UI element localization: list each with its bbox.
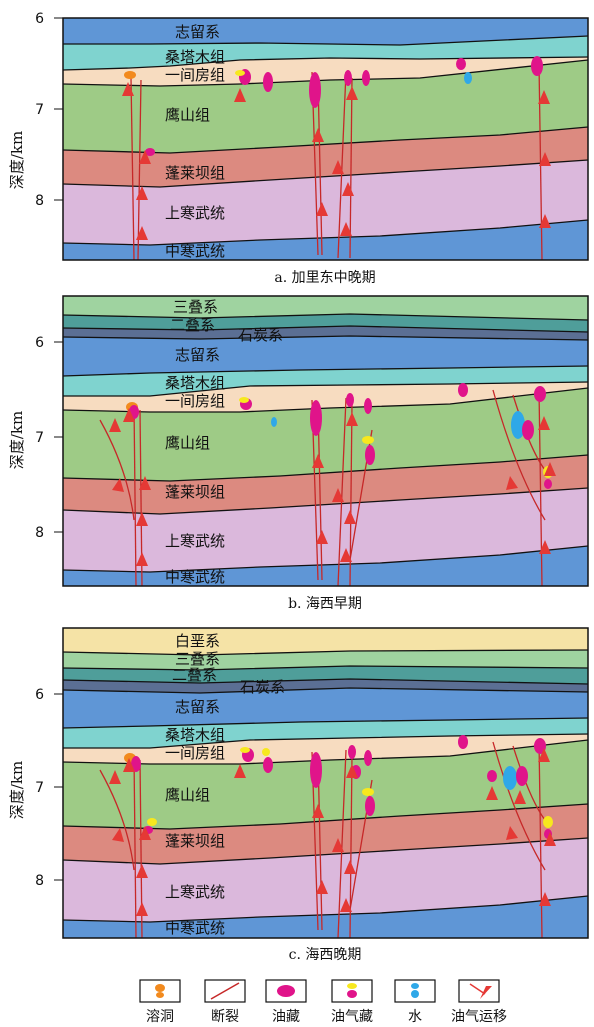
layer-label: 志留系 bbox=[175, 346, 220, 364]
layer-label: 中寒武统 bbox=[165, 242, 225, 260]
layer-label: 志留系 bbox=[175, 23, 220, 41]
tick-6: 6 bbox=[35, 687, 44, 703]
y-axis-label: 深度/km bbox=[8, 411, 26, 469]
layer-label: 二叠系 bbox=[172, 666, 217, 684]
layer-label: 上寒武统 bbox=[165, 532, 225, 550]
tick-8: 8 bbox=[35, 873, 44, 889]
tick-8: 8 bbox=[35, 193, 44, 209]
panel-c: 6 7 8 深度/km 白垩系 三叠系 二叠系 石炭系 志留系 桑塔木组 一间房… bbox=[8, 627, 589, 963]
panel-caption: c. 海西晚期 bbox=[289, 947, 362, 963]
panel-caption: b. 海西早期 bbox=[288, 596, 362, 612]
oil-reservoirs-c bbox=[124, 735, 553, 839]
layer-label: 志留系 bbox=[175, 698, 220, 716]
layer-label: 蓬莱坝组 bbox=[165, 164, 225, 182]
layer-label: 石炭系 bbox=[238, 326, 283, 344]
layer-label: 桑塔木组 bbox=[165, 726, 225, 744]
layer-label: 鹰山组 bbox=[165, 434, 210, 452]
layer-label: 白垩系 bbox=[175, 632, 220, 650]
layer-label: 中寒武统 bbox=[165, 568, 225, 586]
oil-reservoirs-a bbox=[124, 56, 543, 156]
legend-item-oil: 油藏 bbox=[265, 979, 307, 1025]
tick-6: 6 bbox=[35, 11, 44, 27]
layer-label: 一间房组 bbox=[165, 744, 225, 762]
tick-7: 7 bbox=[35, 780, 44, 796]
panel-b: 6 7 8 深度/km 三叠系 二叠系 石炭系 志留系 桑塔木组 一间房组 鹰山… bbox=[8, 295, 589, 612]
layer-label: 三叠系 bbox=[173, 298, 218, 316]
legend: 溶洞 断裂 油藏 油气藏 水 油气运移 bbox=[139, 979, 507, 1025]
tick-7: 7 bbox=[35, 102, 44, 118]
layer-label: 三叠系 bbox=[175, 650, 220, 668]
oil-reservoirs-b bbox=[126, 383, 553, 489]
layer-label: 桑塔木组 bbox=[165, 48, 225, 66]
legend-label: 断裂 bbox=[211, 1009, 239, 1025]
legend-item-water: 水 bbox=[394, 979, 436, 1025]
migration-arrows-a bbox=[122, 82, 551, 240]
layer-label: 鹰山组 bbox=[165, 106, 210, 124]
legend-item-fault: 断裂 bbox=[204, 979, 246, 1025]
layer-label: 一间房组 bbox=[165, 66, 225, 84]
legend-item-oil-gas: 油气藏 bbox=[331, 979, 373, 1025]
y-axis-label: 深度/km bbox=[8, 131, 26, 189]
legend-item-migration: 油气运移 bbox=[451, 979, 507, 1025]
legend-label: 油气运移 bbox=[451, 1009, 507, 1025]
migration-arrows-b bbox=[109, 408, 556, 566]
layer-label: 鹰山组 bbox=[165, 786, 210, 804]
panel-a: 6 7 8 深度/km 志留系 桑塔木组 一间房组 鹰山组 蓬莱坝组 上寒武统 … bbox=[8, 11, 589, 286]
y-axis-label: 深度/km bbox=[8, 761, 26, 819]
layer-label: 上寒武统 bbox=[165, 204, 225, 222]
layer-label: 蓬莱坝组 bbox=[165, 483, 225, 501]
panel-caption: a. 加里东中晚期 bbox=[274, 270, 375, 286]
legend-label: 油气藏 bbox=[331, 1009, 373, 1025]
legend-label: 溶洞 bbox=[146, 1009, 174, 1025]
legend-label: 水 bbox=[408, 1009, 422, 1025]
layer-label: 石炭系 bbox=[240, 678, 285, 696]
layer-label: 蓬莱坝组 bbox=[165, 832, 225, 850]
migration-arrows-c bbox=[109, 748, 556, 916]
tick-6: 6 bbox=[35, 335, 44, 351]
legend-label: 油藏 bbox=[272, 1009, 300, 1025]
layer-label: 桑塔木组 bbox=[165, 374, 225, 392]
tick-7: 7 bbox=[35, 430, 44, 446]
tick-8: 8 bbox=[35, 525, 44, 541]
legend-item-cave: 溶洞 bbox=[139, 979, 181, 1025]
layer-label: 一间房组 bbox=[165, 392, 225, 410]
layer-label: 上寒武统 bbox=[165, 883, 225, 901]
layer-label: 中寒武统 bbox=[165, 919, 225, 937]
layer-label: 二叠系 bbox=[170, 316, 215, 334]
